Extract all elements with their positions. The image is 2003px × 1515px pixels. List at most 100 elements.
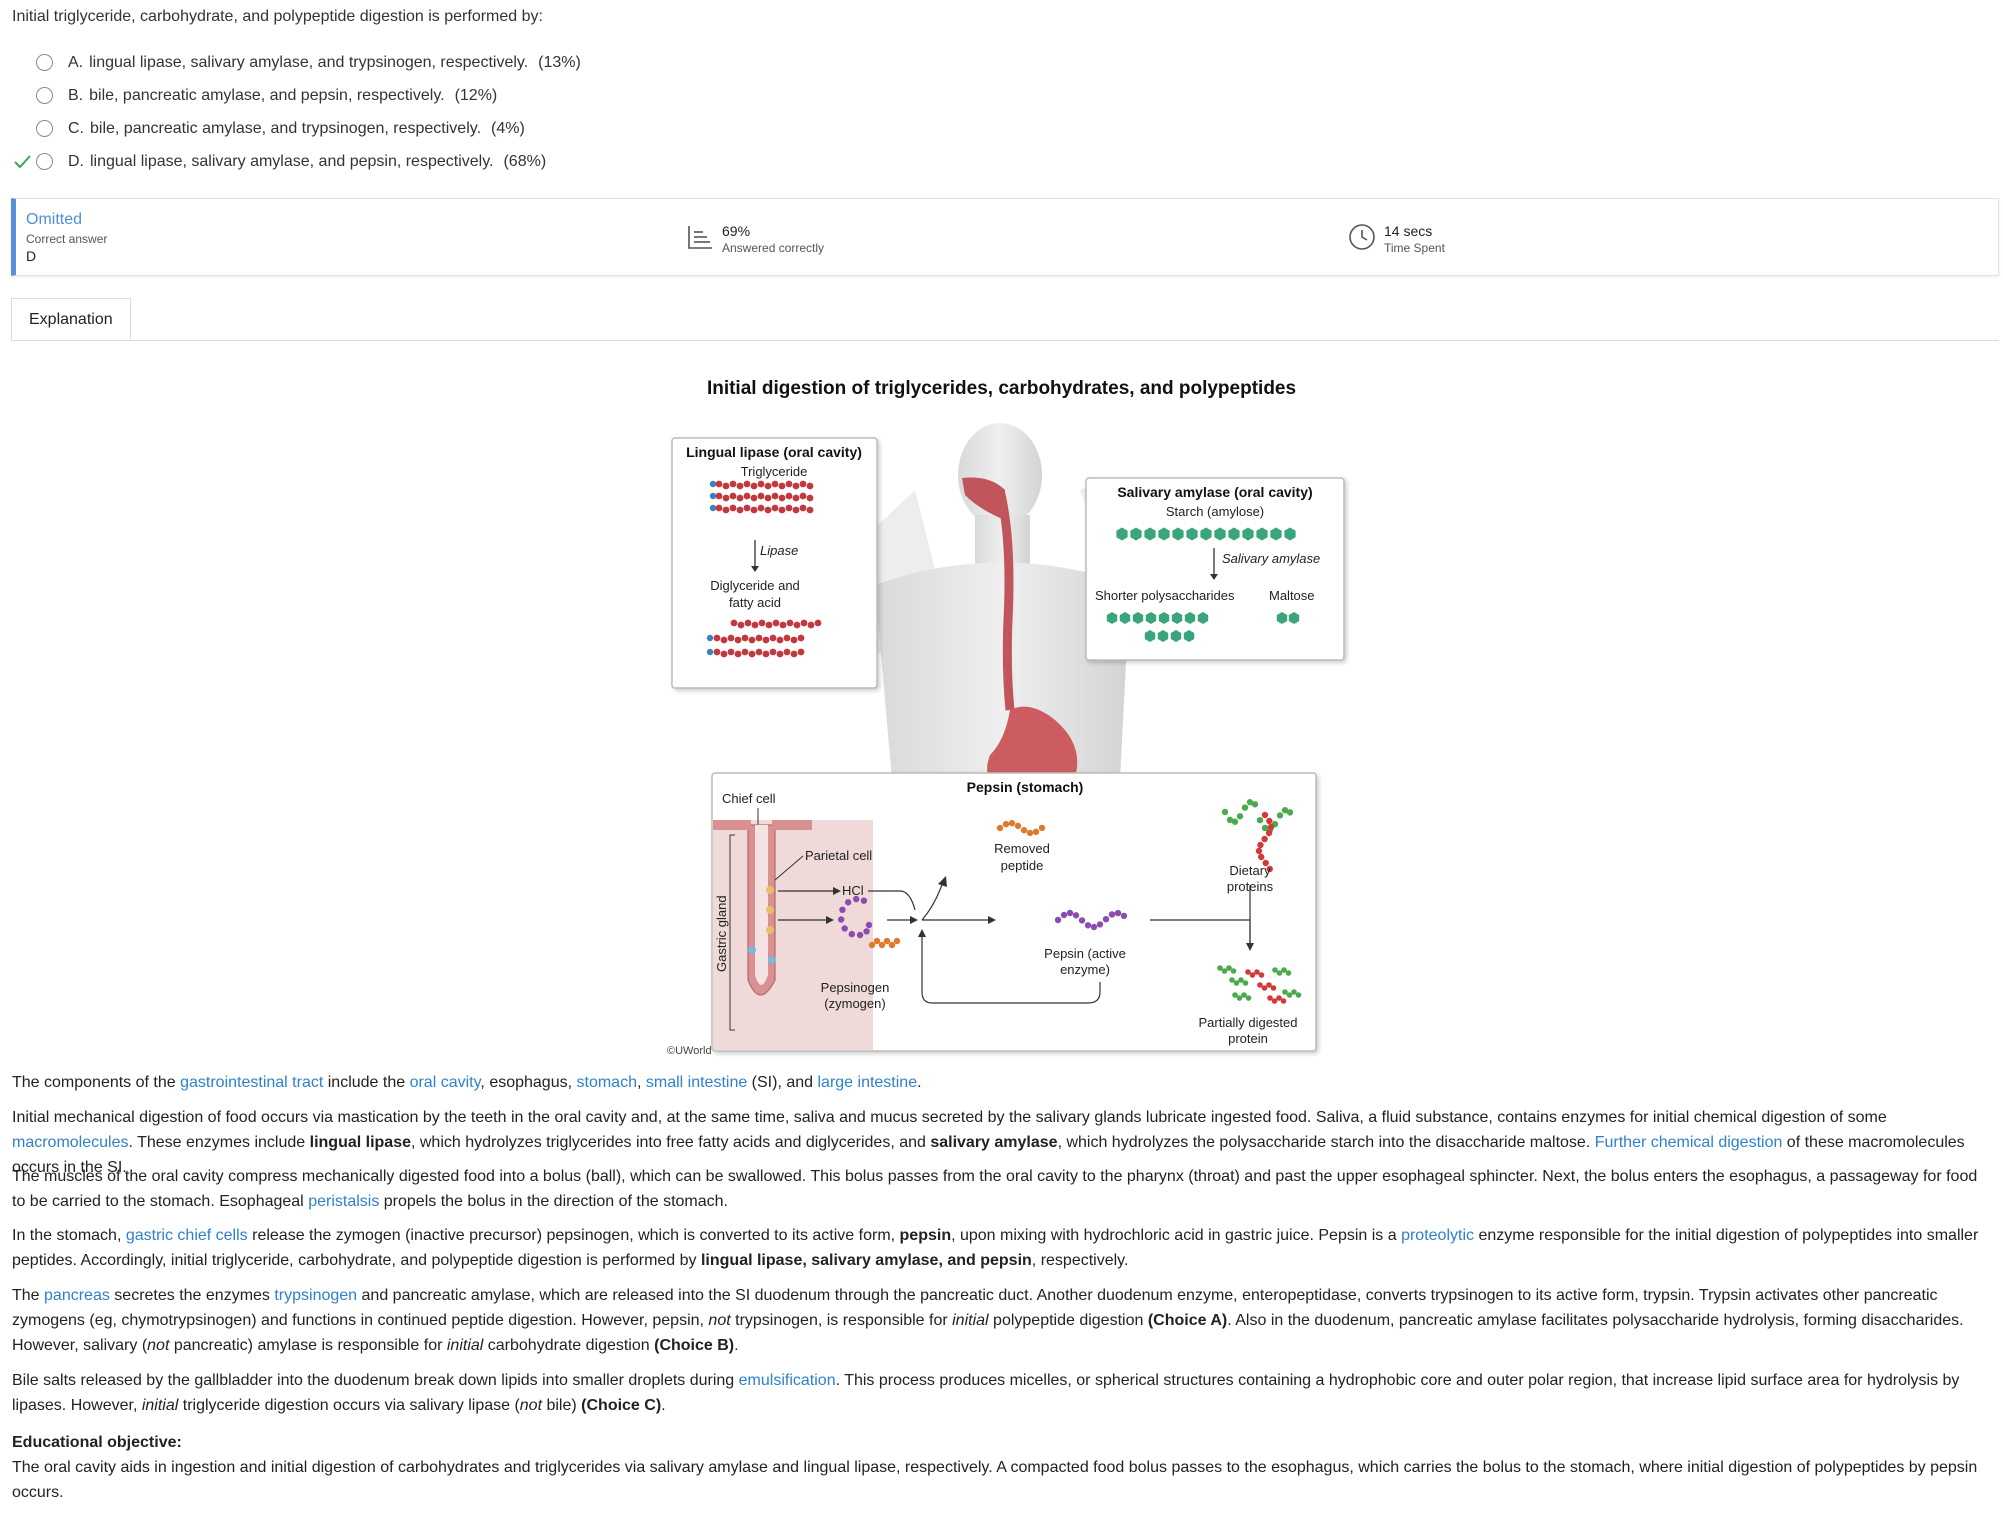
radio-a[interactable]	[36, 54, 53, 71]
bar-chart-icon	[688, 226, 712, 249]
percent-value: 69%	[722, 223, 751, 239]
diglyceride-molecule	[706, 619, 822, 658]
choice-percent: (4%)	[491, 119, 525, 137]
triglyceride-label: Triglyceride	[741, 464, 808, 479]
link-pancreas[interactable]: pancreas	[44, 1287, 110, 1304]
time-value: 14 secs	[1384, 223, 1433, 239]
answer-stats-panel: Omitted Correct answer D 69% Answered co…	[11, 198, 1999, 276]
pepsin-molecule	[1054, 909, 1128, 931]
choice-letter: B.	[68, 86, 84, 104]
correct-check-icon	[12, 152, 36, 172]
gastric-gland-label: Gastric gland	[714, 895, 729, 972]
choice-a[interactable]: A. lingual lipase, salivary amylase, and…	[12, 46, 581, 79]
link-trypsinogen[interactable]: trypsinogen	[274, 1287, 358, 1304]
choice-letter: D.	[68, 152, 84, 170]
explanation-paragraph-1: The components of the gastrointestinal t…	[12, 1074, 922, 1091]
radio-c[interactable]	[36, 120, 53, 137]
time-label: Time Spent	[1384, 241, 1445, 255]
link-gastric-chief-cells[interactable]: gastric chief cells	[125, 1227, 248, 1244]
pepsin-panel: Pepsin (stomach) Chief cell Gastric glan…	[711, 772, 1317, 1052]
lingual-lipase-panel: Lingual lipase (oral cavity) Triglycerid…	[671, 437, 878, 689]
link-proteolytic[interactable]: proteolytic	[1401, 1227, 1474, 1244]
removed-peptide-molecule	[996, 819, 1046, 837]
time-spent-stat: 14 secs Time Spent	[1348, 223, 1445, 255]
choice-letter: C.	[68, 119, 84, 137]
choice-text: bile, pancreatic amylase, and pepsin, re…	[89, 86, 445, 104]
link-large-intestine[interactable]: large intestine	[817, 1074, 918, 1091]
choice-b[interactable]: B. bile, pancreatic amylase, and pepsin,…	[12, 79, 581, 112]
salivary-enzyme-label: Salivary amylase	[1222, 551, 1320, 566]
chief-cell-label: Chief cell	[722, 791, 776, 806]
explanation-paragraph-2: Initial mechanical digestion of food occ…	[12, 1109, 1965, 1176]
explanation-paragraph-6: Bile salts released by the gallbladder i…	[12, 1372, 1960, 1414]
pepsinogen-label-2: (zymogen)	[824, 996, 885, 1011]
lingual-heading: Lingual lipase (oral cavity)	[686, 444, 862, 460]
lipase-label: Lipase	[760, 543, 798, 558]
removed-peptide-label-2: peptide	[1001, 858, 1044, 873]
digested-protein-fragments	[1217, 965, 1302, 1004]
removed-peptide-label-1: Removed	[994, 841, 1050, 856]
tab-bar: Explanation	[11, 298, 1999, 341]
partially-digested-label-1: Partially digested	[1199, 1015, 1298, 1030]
link-stomach[interactable]: stomach	[576, 1074, 637, 1091]
choice-percent: (68%)	[503, 152, 547, 170]
percent-correct-stat: 69% Answered correctly	[686, 223, 824, 255]
answer-status: Omitted Correct answer D	[26, 211, 107, 264]
shorter-polysaccharides-label: Shorter polysaccharides	[1095, 588, 1235, 603]
question-stem: Initial triglyceride, carbohydrate, and …	[12, 8, 543, 25]
link-peristalsis[interactable]: peristalsis	[308, 1193, 380, 1210]
choice-letter: A.	[68, 53, 84, 71]
choice-percent: (13%)	[538, 53, 581, 71]
dietary-proteins-label-1: Dietary	[1229, 863, 1271, 878]
parietal-cell-label: Parietal cell	[805, 848, 872, 863]
pepsin-active-label-1: Pepsin (active	[1044, 946, 1126, 961]
choice-text: bile, pancreatic amylase, and trypsinoge…	[90, 119, 482, 137]
tab-explanation[interactable]: Explanation	[11, 298, 131, 340]
pepsin-active-label-2: enzyme)	[1060, 962, 1110, 977]
choice-c[interactable]: C. bile, pancreatic amylase, and trypsin…	[12, 112, 581, 145]
status-label: Omitted	[26, 211, 83, 228]
correct-answer-label: Correct answer	[26, 232, 108, 246]
link-emulsification[interactable]: emulsification	[738, 1372, 836, 1389]
explanation-paragraph-5: The pancreas secretes the enzymes trypsi…	[12, 1287, 1964, 1354]
figure-title: Initial digestion of triglycerides, carb…	[706, 378, 1297, 399]
choice-d[interactable]: D. lingual lipase, salivary amylase, and…	[12, 145, 581, 178]
digestion-illustration: Lingual lipase (oral cavity) Triglycerid…	[671, 423, 1345, 1052]
maltose-label: Maltose	[1269, 588, 1315, 603]
salivary-amylase-panel: Salivary amylase (oral cavity) Starch (a…	[1085, 477, 1345, 661]
pepsinogen-molecule	[837, 895, 901, 949]
educational-objective-heading: Educational objective:	[12, 1434, 182, 1451]
percent-label: Answered correctly	[722, 241, 825, 255]
pepsin-heading: Pepsin (stomach)	[967, 779, 1084, 795]
link-macromolecules[interactable]: macromolecules	[12, 1134, 129, 1151]
triglyceride-molecule	[709, 480, 814, 514]
pepsinogen-label-1: Pepsinogen	[821, 980, 890, 995]
clock-icon	[1349, 224, 1375, 250]
dietary-proteins-label-2: proteins	[1227, 879, 1274, 894]
starch-label: Starch (amylose)	[1166, 504, 1264, 519]
hcl-label: HCl	[842, 883, 864, 898]
educational-objective-text: The oral cavity aids in ingestion and in…	[12, 1459, 1978, 1501]
starch-molecule	[1116, 527, 1296, 541]
explanation-paragraph-4: In the stomach, gastric chief cells rele…	[12, 1227, 1979, 1269]
partially-digested-label-2: protein	[1228, 1031, 1268, 1046]
diglyceride-label-1: Diglyceride and	[710, 578, 800, 593]
explanation-paragraph-3: The muscles of the oral cavity compress …	[12, 1168, 1978, 1210]
gastric-gland-drawing	[713, 820, 812, 996]
answer-choices: A. lingual lipase, salivary amylase, and…	[12, 46, 581, 178]
dietary-protein-molecule	[1221, 799, 1294, 873]
salivary-heading: Salivary amylase (oral cavity)	[1117, 484, 1312, 500]
link-oral-cavity[interactable]: oral cavity	[409, 1074, 481, 1091]
radio-b[interactable]	[36, 87, 53, 104]
diglyceride-label-2: fatty acid	[729, 595, 781, 610]
choice-percent: (12%)	[454, 86, 498, 104]
link-small-intestine[interactable]: small intestine	[645, 1074, 748, 1091]
choice-text: lingual lipase, salivary amylase, and tr…	[89, 53, 529, 71]
link-further-chemical-digestion[interactable]: Further chemical digestion	[1594, 1134, 1783, 1151]
link-gastrointestinal-tract[interactable]: gastrointestinal tract	[180, 1074, 324, 1091]
copyright-notice: ©UWorld	[667, 1045, 712, 1057]
polysaccharide-molecules	[1106, 612, 1300, 642]
radio-d[interactable]	[36, 153, 53, 170]
choice-text: lingual lipase, salivary amylase, and pe…	[90, 152, 494, 170]
correct-answer-value: D	[26, 248, 37, 264]
